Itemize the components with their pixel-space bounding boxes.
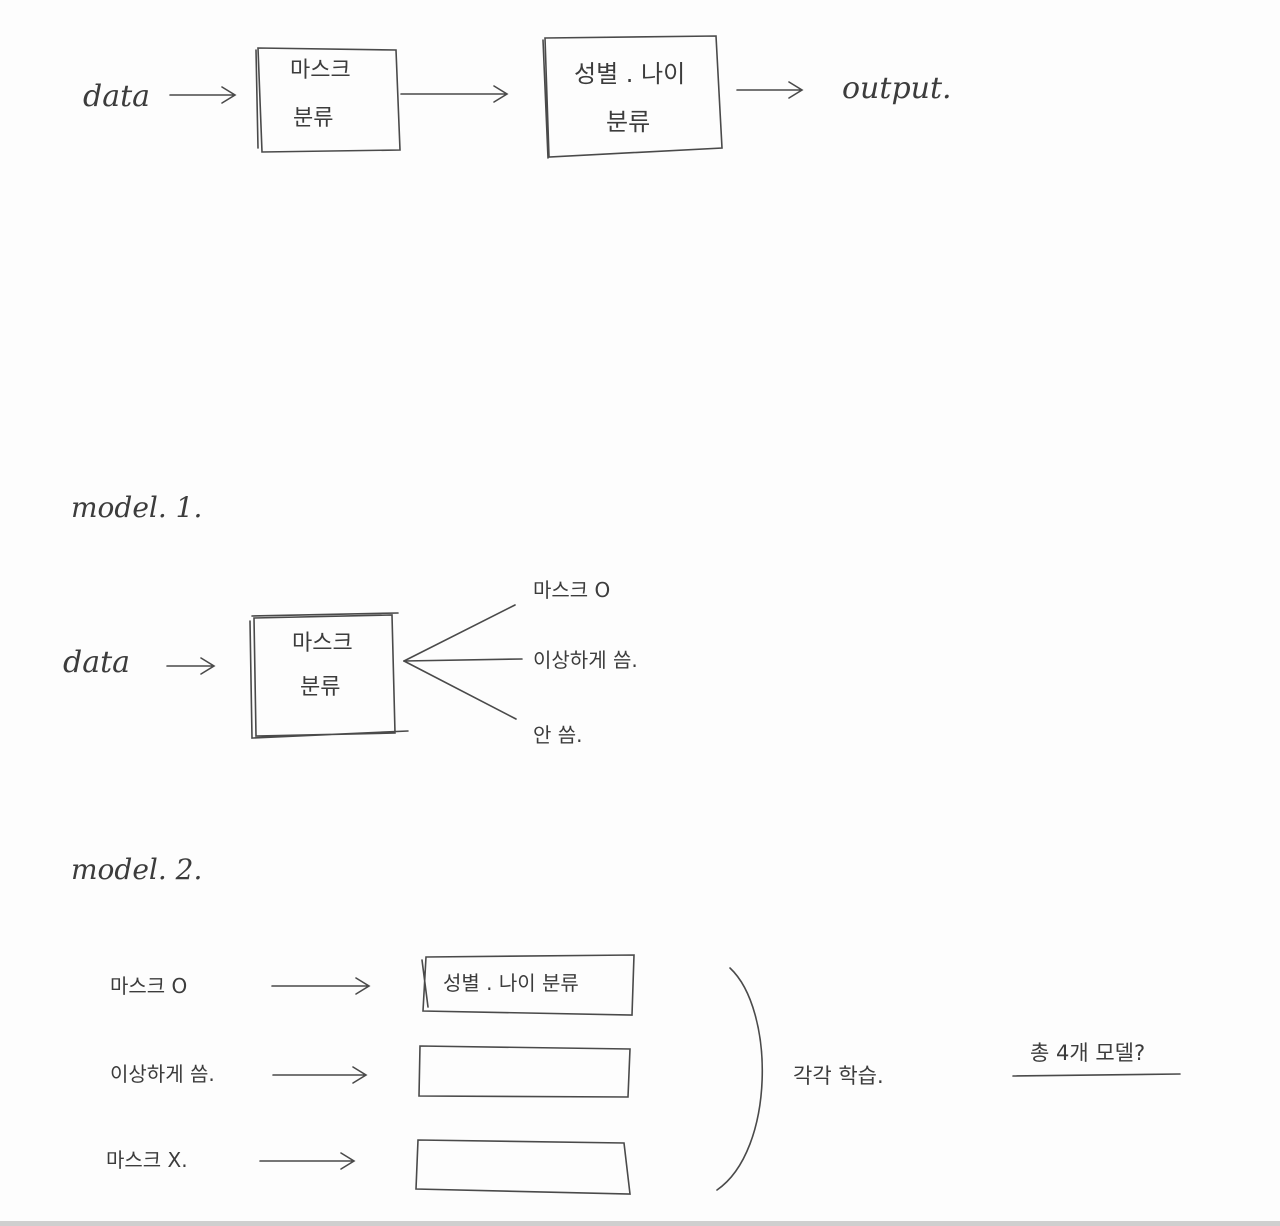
box-row3 [415,1139,631,1195]
output-label: output. [842,71,952,106]
arrow-row2 [272,1066,368,1084]
arrow-row1 [271,977,371,995]
model1-input-label: data [63,645,131,680]
row2-label: 이상하게 씀. [110,1062,215,1086]
model1-title: model. 1. [71,491,203,524]
box-row1 [421,954,635,1016]
box2-label-line1: 성별 . 나이 [574,60,686,88]
box-row2 [418,1045,631,1098]
branch-line-weird [403,658,523,662]
branch-label-weird: 이상하게 씀. [533,648,638,672]
box1-label-line2: 분류 [293,106,334,131]
branch-label-no-mask: 안 씀. [533,723,583,747]
model2-title: model. 2. [71,853,203,886]
side-note-total-models: 총 4개 모델? [1030,1041,1146,1065]
box-gender-age-classify [542,35,723,159]
bottom-divider [0,1221,1280,1226]
model1-box-label-line1: 마스크 [292,631,353,656]
box-model1-mask-classify [249,612,409,739]
side-note-underline [1012,1073,1181,1077]
arrow-mask-to-gender [400,85,509,103]
row1-box-label: 성별 . 나이 분류 [443,971,579,995]
brace-note-train-each: 각각 학습. [793,1064,884,1088]
branch-label-mask-on: 마스크 O [533,578,611,602]
arrow-data-to-mask [169,86,237,104]
arrow-to-output [736,81,804,99]
arrow-row3 [259,1152,356,1170]
arrow-model1-data [166,657,216,675]
branch-line-mask-on [403,604,516,662]
box2-label-line2: 분류 [606,108,651,136]
box1-label-line1: 마스크 [290,58,351,83]
box-mask-classify [255,47,401,153]
brace-bracket [716,967,764,1191]
input-label-data: data [83,79,151,114]
row3-label: 마스크 X. [106,1148,188,1172]
branch-line-no-mask [403,660,517,720]
row1-label: 마스크 O [110,974,188,998]
model1-box-label-line2: 분류 [300,675,341,700]
